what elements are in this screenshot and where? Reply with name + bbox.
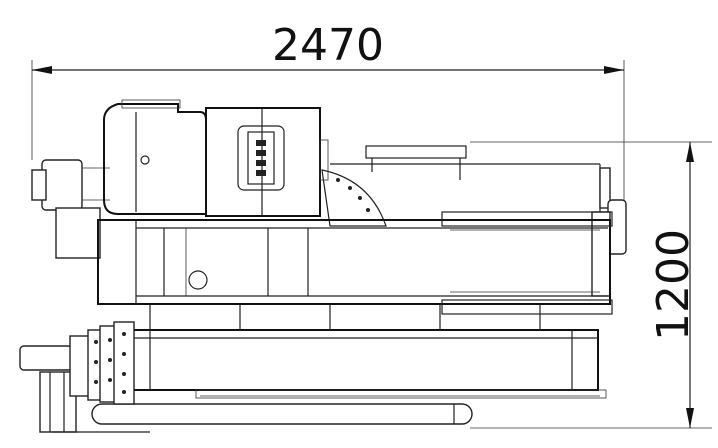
boom-cylinder bbox=[129, 329, 599, 391]
arrow-right-icon bbox=[604, 66, 624, 74]
height-dimension: 1200 bbox=[470, 141, 712, 429]
arrow-left-icon bbox=[32, 66, 52, 74]
height-dimension-label: 1200 bbox=[648, 229, 699, 341]
width-dimension: 2470 bbox=[31, 20, 625, 210]
arrow-down-icon bbox=[686, 408, 694, 428]
track-beam bbox=[97, 219, 611, 305]
arrow-up-icon bbox=[686, 142, 694, 162]
width-dimension-label: 2470 bbox=[272, 20, 384, 71]
machine-outline bbox=[19, 99, 627, 433]
cutter-head bbox=[19, 321, 150, 433]
